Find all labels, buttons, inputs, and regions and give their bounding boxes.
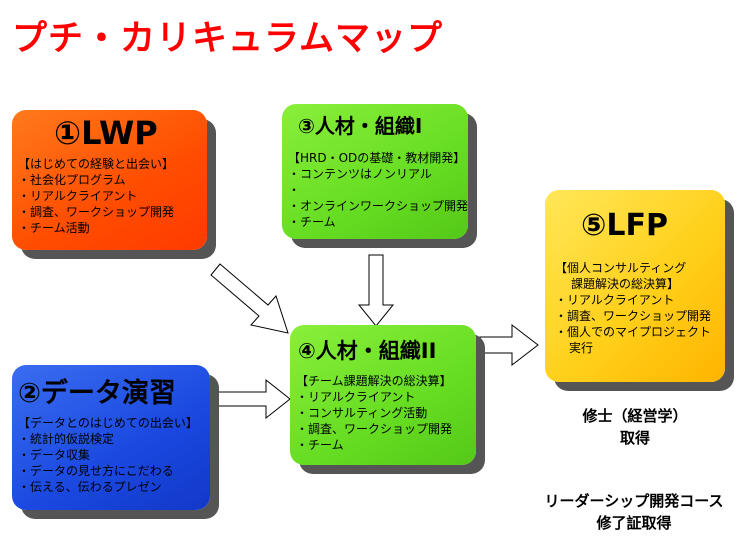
lwp-item: 調査、ワークショップ開発 xyxy=(18,204,174,220)
lwp-heading: 【はじめての経験と出会い】 xyxy=(18,157,175,171)
lfp-title: ⑤LFP xyxy=(581,208,668,243)
lfp-item-continued: 実行 xyxy=(569,341,594,355)
lfp-item: リアルクライアント xyxy=(555,292,711,308)
data-title: ②データ演習 xyxy=(18,378,176,409)
data-item: 伝える、伝わるプレゼン xyxy=(18,479,198,495)
org2-item: コンサルティング活動 xyxy=(296,405,452,421)
lfp-box: ⑤LFP 【個人コンサルティング 課題解決の総決算】 リアルクライアント 調査、… xyxy=(545,190,725,382)
arrow-org2-to-lfp xyxy=(479,323,539,367)
org1-title: ③人材・組織I xyxy=(298,114,423,138)
org2-heading: 【チーム課題解決の総決算】 xyxy=(296,374,452,388)
arrow-data-to-org2 xyxy=(217,378,291,420)
lfp-heading-continued: 課題解決の総決算】 xyxy=(571,277,680,291)
data-item: データの見せ方にこだわる xyxy=(18,463,198,479)
data-box: ②データ演習 【データとのはじめての出会い】 統計的仮説検定 データ収集 データ… xyxy=(12,365,210,510)
data-item: 統計的仮説検定 xyxy=(18,431,198,447)
arrow-org1-to-org2 xyxy=(357,254,395,327)
data-heading: 【データとのはじめての出会い】 xyxy=(18,416,198,430)
lwp-item: 社会化プログラム xyxy=(18,172,174,188)
org1-item: オンラインワークショップ開発 xyxy=(288,198,468,214)
course-caption: リーダーシップ開発コース 修了証取得 xyxy=(528,490,740,534)
course-caption-line2: 修了証取得 xyxy=(596,514,672,532)
lwp-title: ①LWP xyxy=(54,114,158,152)
lfp-item: 調査、ワークショップ開発 xyxy=(555,308,711,324)
org1-item xyxy=(288,182,468,198)
lfp-item: 個人でのマイプロジェクト xyxy=(555,324,711,340)
org1-item: チーム xyxy=(288,214,468,230)
lwp-item: チーム活動 xyxy=(18,220,174,236)
org2-title: ④人材・組織II xyxy=(298,339,437,363)
org2-box: ④人材・組織II 【チーム課題解決の総決算】 リアルクライアント コンサルティン… xyxy=(290,325,476,465)
org2-item: リアルクライアント xyxy=(296,389,452,405)
lfp-heading: 【個人コンサルティング xyxy=(555,261,687,275)
page-title: プチ・カリキュラムマップ xyxy=(12,19,443,59)
degree-caption-line2: 取得 xyxy=(619,429,650,447)
arrow-lwp-to-org2 xyxy=(210,263,289,334)
org2-item: チーム xyxy=(296,437,452,453)
degree-caption-line1: 修士（経営学） xyxy=(582,407,688,425)
org1-box: ③人材・組織I 【HRD・ODの基礎・教材開発】 コンテンツはノンリアル オンラ… xyxy=(282,104,468,239)
degree-caption: 修士（経営学） 取得 xyxy=(575,405,695,449)
org2-item: 調査、ワークショップ開発 xyxy=(296,421,452,437)
lwp-item: リアルクライアント xyxy=(18,188,174,204)
org1-heading: 【HRD・ODの基礎・教材開発】 xyxy=(288,151,466,165)
lwp-box: ①LWP 【はじめての経験と出会い】 社会化プログラム リアルクライアント 調査… xyxy=(12,110,207,250)
course-caption-line1: リーダーシップ開発コース xyxy=(544,492,724,510)
data-item: データ収集 xyxy=(18,447,198,463)
org1-item: コンテンツはノンリアル xyxy=(288,166,468,182)
